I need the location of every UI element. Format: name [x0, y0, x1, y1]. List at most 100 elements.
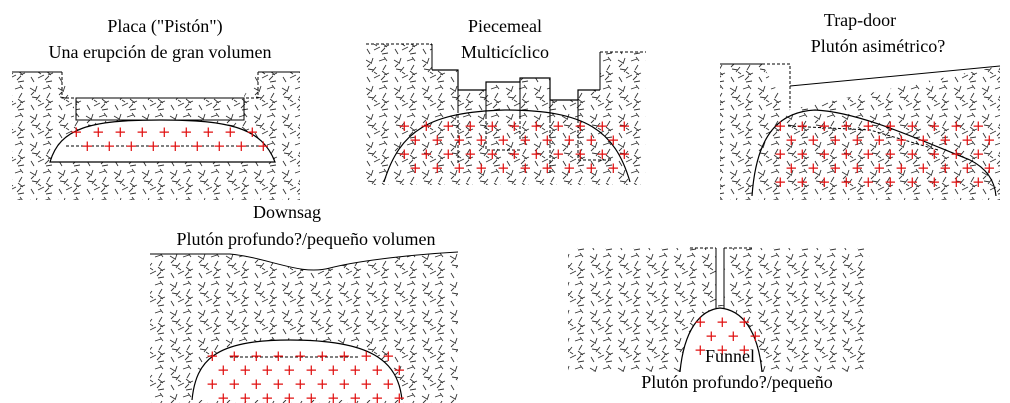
pluton-cross-mark: +	[807, 159, 820, 177]
pluton-cross-mark: +	[398, 145, 411, 163]
pluton-cross-mark: +	[228, 375, 241, 393]
pluton-cross-mark: +	[217, 389, 230, 403]
pluton-cross-mark: +	[305, 361, 318, 379]
panel-placa-subtitle: Una erupción de gran volumen	[49, 42, 272, 62]
pluton-cross-mark: +	[840, 145, 853, 163]
panel-funnel: +++++++++ Funnel Plutón profundo?/pequeñ…	[568, 247, 870, 392]
pluton-cross-mark: +	[409, 131, 422, 149]
pluton-cross-mark: +	[906, 145, 919, 163]
pluton-cross-mark: +	[906, 173, 919, 191]
trapdoor-magma-roof	[787, 125, 939, 151]
piecemeal-inner-faults	[431, 44, 601, 120]
placa-pluton	[49, 119, 276, 163]
pluton-cross-mark: +	[409, 159, 422, 177]
pluton-cross-mark: +	[574, 145, 587, 163]
pluton-cross-mark: +	[442, 117, 455, 135]
trapdoor-fault	[762, 63, 791, 108]
pluton-cross-mark: +	[884, 145, 897, 163]
pluton-cross-mark: +	[338, 347, 351, 365]
pluton-cross-mark: +	[398, 117, 411, 135]
pluton-cross-mark: +	[360, 347, 373, 365]
pluton-cross-mark: +	[552, 117, 565, 135]
panel-piecemeal-subtitle: Multicíclico	[461, 42, 549, 62]
pluton-cross-mark: +	[316, 347, 329, 365]
pluton-cross-mark: +	[873, 131, 886, 149]
piecemeal-crosses: ++++++++++++++++++++++++++++++++++++++++…	[398, 117, 631, 177]
funnel-conduit	[715, 248, 725, 308]
pluton-cross-mark: +	[749, 327, 762, 345]
pluton-cross-mark: +	[884, 173, 897, 191]
pluton-cross-mark: +	[305, 389, 318, 403]
pluton-cross-mark: +	[727, 327, 740, 345]
pluton-cross-mark: +	[382, 375, 395, 393]
pluton-cross-mark: +	[92, 123, 105, 141]
funnel-crosses: +++++++++	[694, 313, 762, 359]
pluton-cross-mark: +	[950, 117, 963, 135]
pluton-cross-mark: +	[519, 159, 532, 177]
pluton-cross-mark: +	[862, 173, 875, 191]
pluton-cross-mark: +	[928, 145, 941, 163]
downsag-crosses: ++++++++++++++++++++++++++++++++++++	[206, 347, 406, 403]
pluton-cross-mark: +	[327, 361, 340, 379]
panel-trapdoor-subtitle: Plutón asimétrico?	[811, 36, 945, 56]
pluton-cross-mark: +	[213, 137, 226, 155]
pluton-cross-mark: +	[972, 173, 985, 191]
pluton-cross-mark: +	[961, 159, 974, 177]
pluton-cross-mark: +	[774, 173, 787, 191]
pluton-cross-mark: +	[541, 159, 554, 177]
pluton-cross-mark: +	[431, 131, 444, 149]
pluton-cross-mark: +	[246, 123, 259, 141]
pluton-cross-mark: +	[327, 389, 340, 403]
pluton-cross-mark: +	[70, 123, 83, 141]
pluton-cross-mark: +	[464, 145, 477, 163]
pluton-cross-mark: +	[360, 375, 373, 393]
pluton-cross-mark: +	[169, 137, 182, 155]
pluton-cross-mark: +	[950, 145, 963, 163]
pluton-cross-mark: +	[895, 159, 908, 177]
pluton-cross-mark: +	[796, 173, 809, 191]
pluton-cross-mark: +	[840, 117, 853, 135]
pluton-cross-mark: +	[158, 123, 171, 141]
pluton-cross-mark: +	[442, 145, 455, 163]
pluton-cross-mark: +	[716, 341, 729, 359]
pluton-cross-mark: +	[607, 131, 620, 149]
pluton-cross-mark: +	[785, 131, 798, 149]
pluton-cross-mark: +	[261, 361, 274, 379]
placa-ring-fault-right	[243, 72, 259, 120]
pluton-cross-mark: +	[316, 375, 329, 393]
pluton-cross-mark: +	[618, 117, 631, 135]
pluton-cross-mark: +	[738, 341, 751, 359]
pluton-cross-mark: +	[818, 145, 831, 163]
pluton-cross-mark: +	[257, 137, 270, 155]
pluton-cross-mark: +	[796, 145, 809, 163]
pluton-cross-mark: +	[228, 347, 241, 365]
pluton-cross-mark: +	[862, 145, 875, 163]
pluton-cross-mark: +	[338, 375, 351, 393]
pluton-cross-mark: +	[796, 117, 809, 135]
pluton-cross-mark: +	[705, 327, 718, 345]
pluton-cross-mark: +	[464, 117, 477, 135]
pluton-cross-mark: +	[206, 375, 219, 393]
placa-collapsed-block	[75, 97, 245, 121]
piecemeal-blocks	[432, 69, 600, 101]
pluton-cross-mark: +	[283, 389, 296, 403]
pluton-cross-mark: +	[818, 173, 831, 191]
pluton-cross-mark: +	[917, 159, 930, 177]
pluton-cross-mark: +	[475, 159, 488, 177]
pluton-cross-mark: +	[862, 117, 875, 135]
pluton-cross-mark: +	[283, 361, 296, 379]
pluton-cross-mark: +	[349, 389, 362, 403]
pluton-cross-mark: +	[530, 145, 543, 163]
panel-trapdoor: Trap-door Plutón asimétrico? +++++++++++…	[720, 10, 1001, 200]
pluton-cross-mark: +	[829, 131, 842, 149]
pluton-cross-mark: +	[738, 313, 751, 331]
pluton-cross-mark: +	[917, 131, 930, 149]
pluton-cross-mark: +	[983, 131, 996, 149]
trapdoor-surface	[720, 63, 1001, 87]
panel-funnel-title: Funnel	[705, 346, 755, 366]
pluton-cross-mark: +	[420, 145, 433, 163]
pluton-cross-mark: +	[125, 137, 138, 155]
pluton-cross-mark: +	[294, 347, 307, 365]
pluton-cross-mark: +	[939, 159, 952, 177]
